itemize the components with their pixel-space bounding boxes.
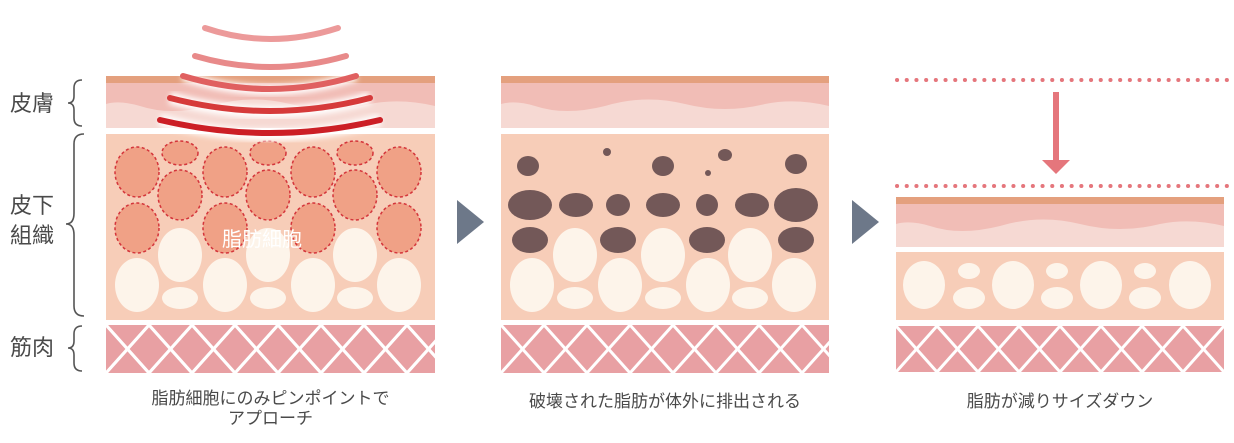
skin-layer — [106, 76, 435, 128]
subcutaneous-label-line1: 皮下 — [10, 194, 54, 219]
brace-icon — [67, 79, 83, 127]
fat-cell-label: 脂肪細胞 — [222, 227, 302, 251]
subcutaneous-label-line2: 組織 — [10, 224, 54, 249]
fat-cells — [115, 228, 421, 312]
destroyed-fat-particles — [508, 148, 818, 253]
muscle-layer — [501, 325, 829, 373]
targeted-fat-cells — [114, 140, 422, 254]
panel-1-targeted: 脂肪細胞 — [106, 25, 435, 373]
next-step-arrow-icon — [457, 200, 484, 244]
skin-label: 皮膚 — [10, 92, 54, 117]
panel-3-reduced — [895, 78, 1230, 372]
panel-1-caption: 脂肪細胞にのみピンポイントで アプローチ — [106, 389, 435, 429]
skin-layer — [501, 76, 829, 128]
down-arrow-icon — [1042, 92, 1070, 174]
brace-icon — [65, 133, 85, 317]
layer-labels: 皮膚 皮下 組織 筋肉 — [10, 79, 85, 372]
muscle-layer — [106, 325, 435, 373]
fat-cells — [510, 228, 816, 312]
panel-1-caption-line2: アプローチ — [228, 409, 313, 429]
muscle-layer — [896, 326, 1224, 372]
panel-2-caption: 破壊された脂肪が体外に排出される — [529, 392, 801, 412]
ultrasound-wave-icon — [157, 25, 383, 141]
panel-3-caption: 脂肪が減りサイズダウン — [966, 392, 1154, 412]
panel-1-caption-line1: 脂肪細胞にのみピンポイントで — [151, 389, 390, 409]
skin-layer — [896, 197, 1224, 247]
fat-cells — [903, 261, 1211, 309]
next-step-arrow-icon — [852, 200, 879, 244]
brace-icon — [67, 325, 83, 372]
panel-2-destroyed — [501, 76, 829, 373]
muscle-label: 筋肉 — [10, 336, 54, 361]
